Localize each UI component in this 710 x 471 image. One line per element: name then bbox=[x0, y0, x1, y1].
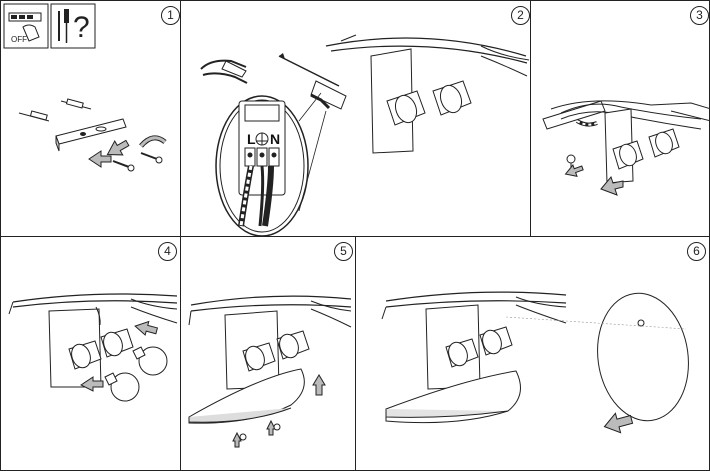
gray-arrow bbox=[564, 164, 584, 177]
step-number: 3 bbox=[690, 6, 709, 25]
step-number: 2 bbox=[511, 6, 530, 25]
spotlight bbox=[432, 80, 472, 116]
step-number: 1 bbox=[161, 6, 180, 25]
spotlight bbox=[100, 328, 134, 358]
panel-step-5: 5 bbox=[180, 236, 356, 471]
panel-step-6: 6 bbox=[355, 236, 710, 471]
step-4-illustration bbox=[8, 293, 178, 402]
panel-step-1: OFF ? 1 bbox=[0, 0, 181, 237]
spotlight bbox=[445, 338, 479, 368]
terminal-label-n: N bbox=[270, 131, 281, 147]
step-3-illustration bbox=[542, 100, 709, 196]
step-number: 4 bbox=[158, 242, 177, 261]
gray-arrow bbox=[603, 412, 634, 434]
gray-arrow bbox=[312, 374, 326, 396]
light-bulb bbox=[104, 372, 140, 402]
gray-arrow bbox=[600, 175, 624, 196]
terminal-block bbox=[310, 80, 347, 110]
spotlight bbox=[68, 340, 102, 370]
screwdriver bbox=[278, 55, 340, 87]
spotlight bbox=[479, 326, 513, 356]
gray-arrow bbox=[88, 150, 112, 168]
off-label: OFF bbox=[11, 35, 27, 44]
mounting-bracket bbox=[55, 118, 127, 152]
gray-arrow bbox=[134, 320, 159, 336]
spotlight bbox=[242, 342, 276, 372]
step-number: 5 bbox=[334, 242, 353, 261]
light-bulb bbox=[132, 346, 168, 376]
step-1-illustration bbox=[3, 3, 167, 172]
spotlight bbox=[648, 128, 680, 158]
gray-arrow bbox=[266, 419, 276, 436]
gray-arrow bbox=[232, 431, 242, 448]
terminal-label-l: L bbox=[247, 131, 256, 147]
step-2-illustration bbox=[200, 34, 530, 236]
gray-arrow bbox=[80, 376, 104, 392]
step-number: 6 bbox=[687, 242, 706, 261]
step-5-illustration bbox=[188, 295, 352, 448]
panel-step-4: 4 bbox=[0, 236, 181, 471]
spotlight bbox=[612, 140, 644, 170]
panel-step-2: L N 2 bbox=[180, 0, 531, 237]
panel-step-3: 3 bbox=[530, 0, 710, 237]
cover-disc bbox=[597, 292, 689, 422]
question-mark: ? bbox=[73, 11, 90, 44]
wire-stripper bbox=[200, 59, 248, 84]
spotlight bbox=[386, 90, 426, 126]
spotlight bbox=[276, 330, 310, 360]
step-6-illustration bbox=[381, 291, 689, 434]
